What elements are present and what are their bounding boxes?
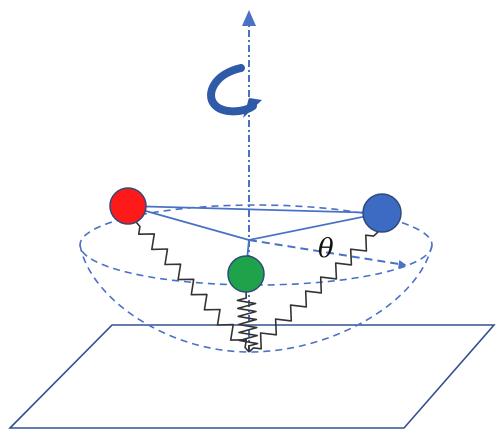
spring-green [236, 291, 259, 353]
green-ball [227, 255, 265, 293]
spring-red [135, 221, 250, 353]
angle-label-theta: θ [318, 234, 334, 264]
spring-blue [248, 231, 379, 353]
springs [135, 221, 379, 353]
angle-reference-arrow [248, 239, 407, 268]
axis-arrowhead [242, 10, 256, 26]
rotation-arrow-icon [207, 64, 262, 118]
ground-plate [8, 324, 496, 429]
red-ball [109, 187, 147, 225]
blue-ball [362, 193, 402, 233]
